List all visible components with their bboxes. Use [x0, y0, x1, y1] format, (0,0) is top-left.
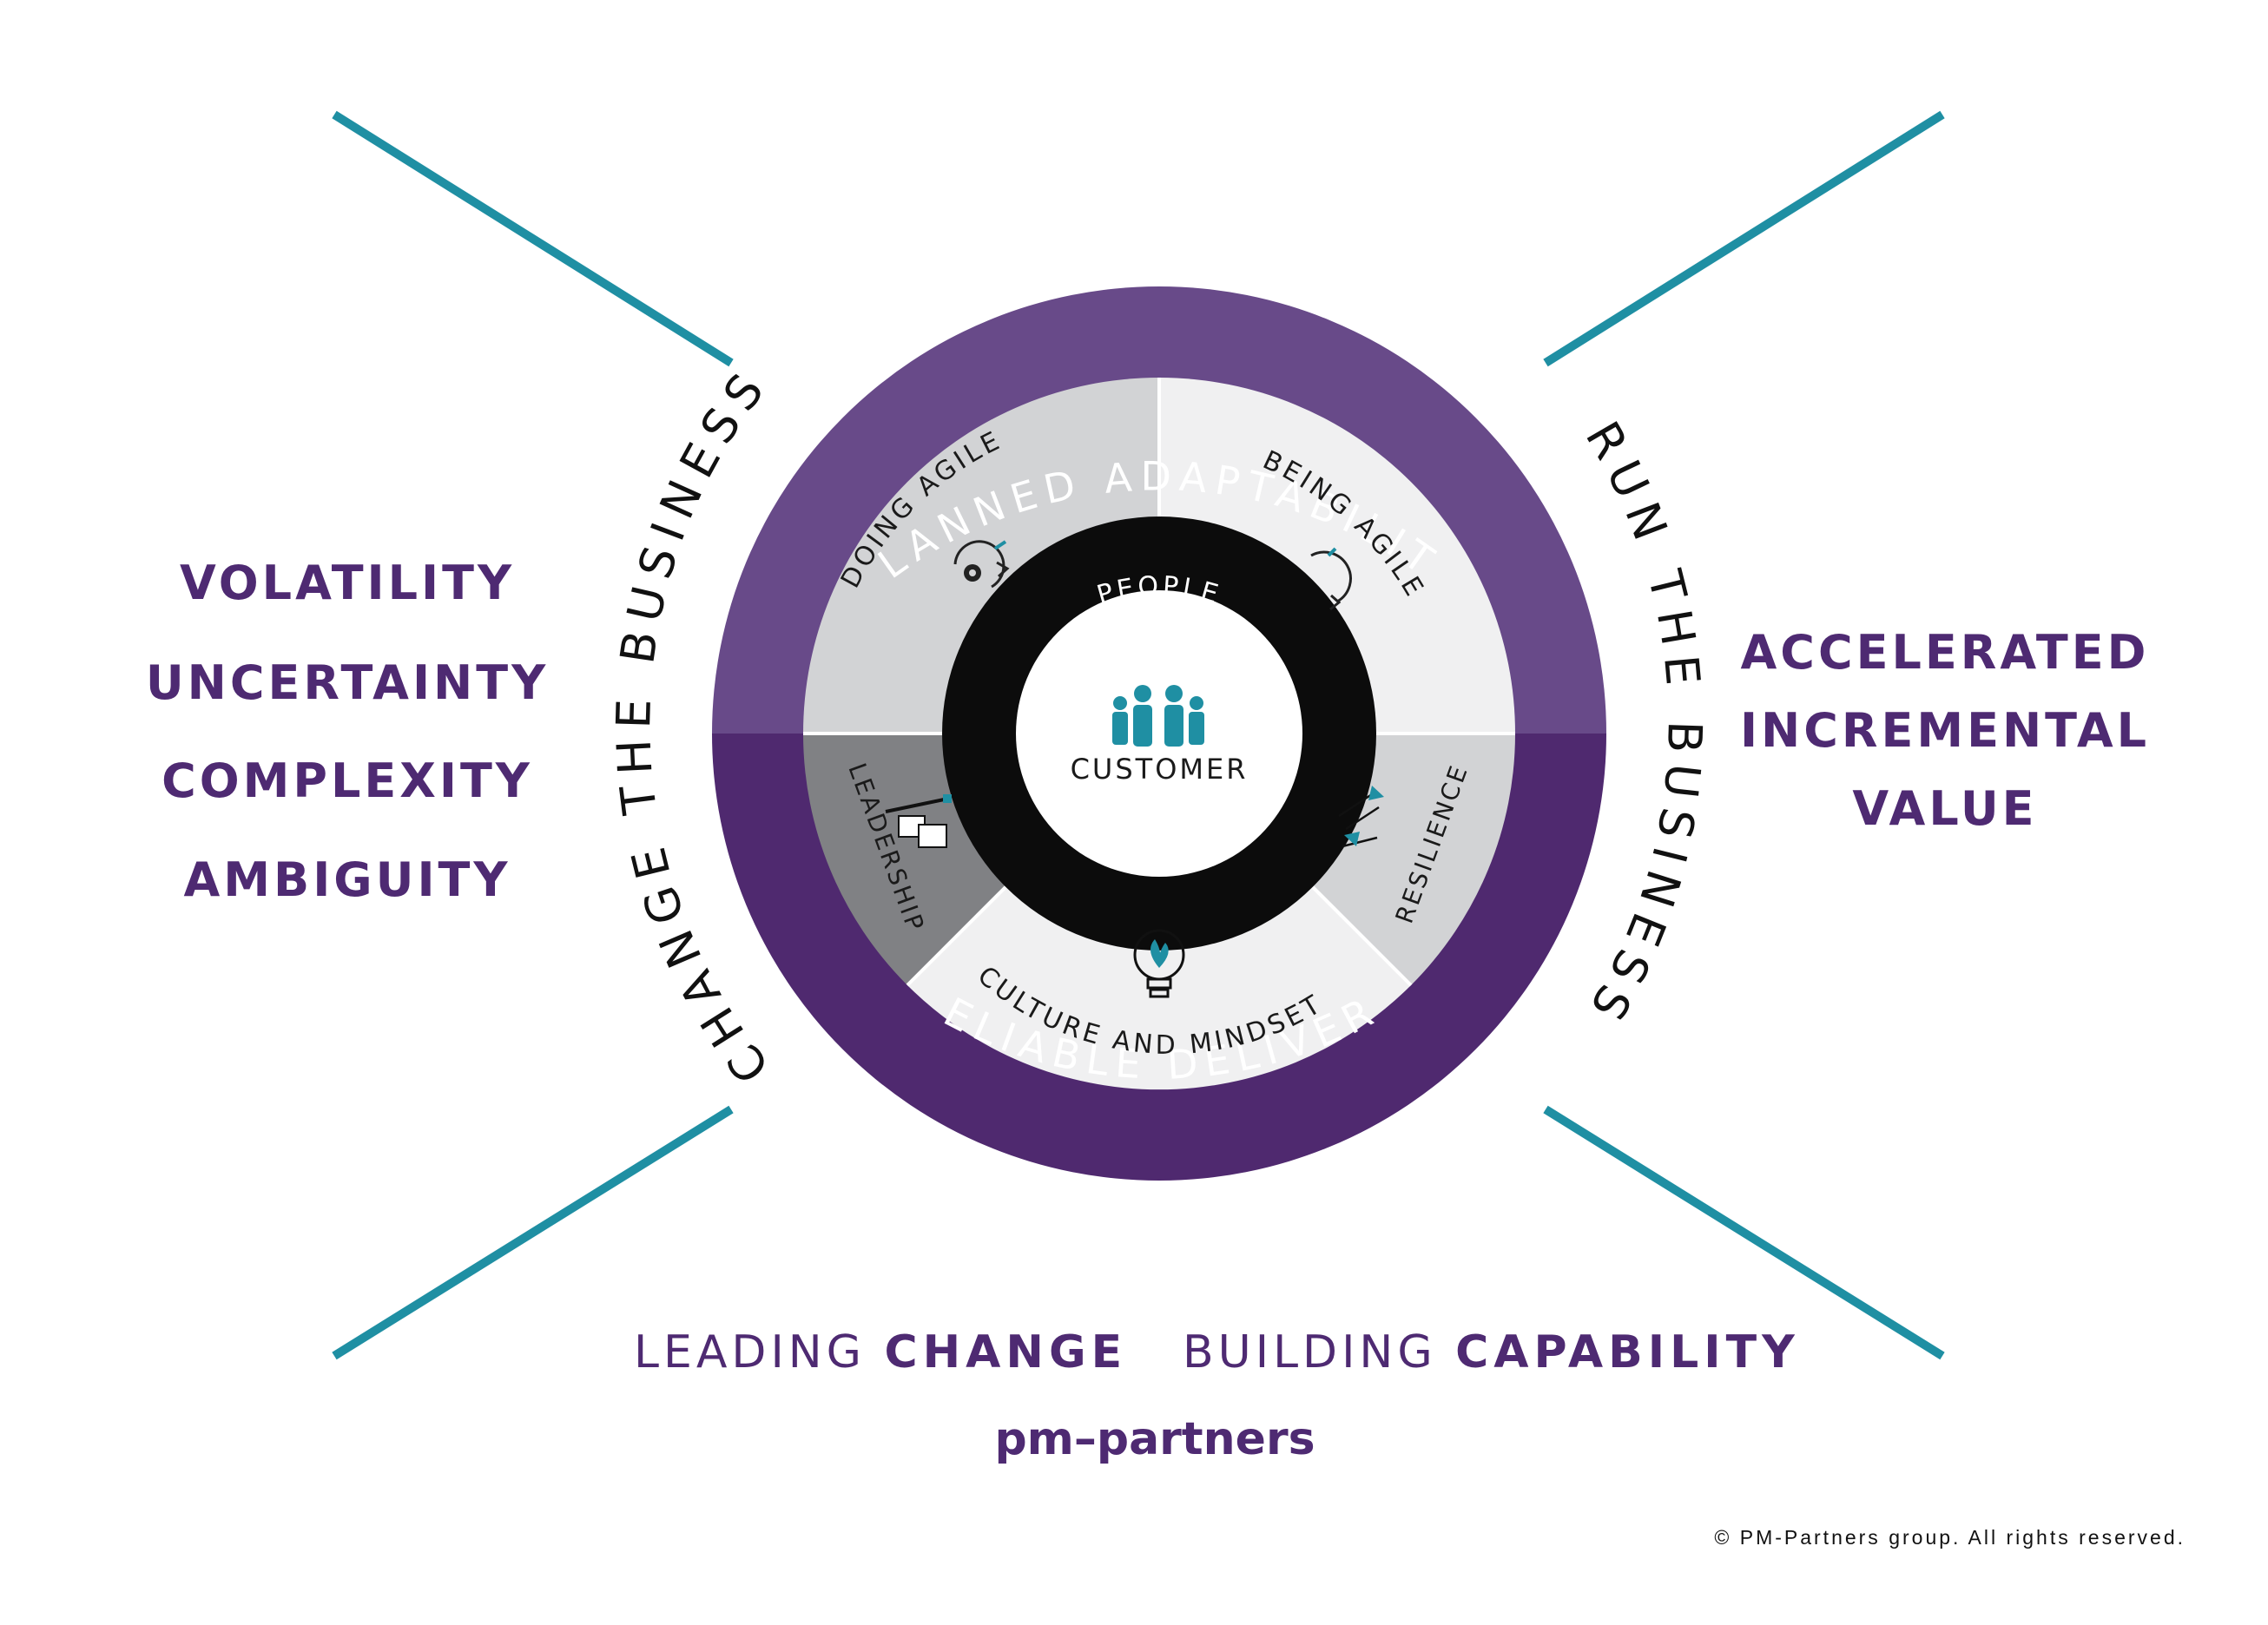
challenge-uncertainty: UNCERTAINTY — [145, 655, 550, 710]
challenge-complexity: COMPLEXITY — [162, 753, 533, 808]
accent-line-bottom-right — [1543, 1105, 1945, 1360]
people-group-icon — [1112, 685, 1204, 747]
tagline-building-word: BUILDING — [1183, 1326, 1456, 1378]
gear-cycle-icon — [953, 540, 1010, 589]
tagline-building-capability: BUILDING CAPABILITY — [1183, 1326, 1800, 1378]
copyright-notice: © PM-Partners group. All rights reserved… — [1714, 1526, 2186, 1549]
flag-icon — [885, 794, 952, 848]
lightbulb-leaf-icon — [1133, 929, 1185, 998]
refresh-icon — [1310, 547, 1352, 611]
accent-line-top-right — [1543, 110, 1945, 367]
brand-logo: pm–partners — [994, 1413, 1315, 1465]
challenge-volatility: VOLATILITY — [179, 556, 516, 610]
outcome-accelerated: ACCELERATED — [1740, 625, 2150, 680]
accent-line-top-left — [332, 110, 734, 367]
tagline-leading-word: LEADING — [634, 1326, 885, 1378]
accent-line-bottom-left — [332, 1105, 734, 1360]
compress-arrows-icon — [1338, 786, 1384, 848]
tagline-capability-word: CAPABILITY — [1455, 1326, 1800, 1378]
challenge-ambiguity: AMBIGUITY — [183, 852, 511, 907]
core-label-customer: CUSTOMER — [1071, 753, 1249, 786]
tagline-leading-change: LEADING CHANGE — [634, 1326, 1127, 1378]
customer-core — [1016, 590, 1302, 877]
outcome-value: VALUE — [1852, 781, 2038, 836]
tagline-change-word: CHANGE — [884, 1326, 1128, 1378]
outcome-incremental: INCREMENTAL — [1739, 703, 2151, 758]
